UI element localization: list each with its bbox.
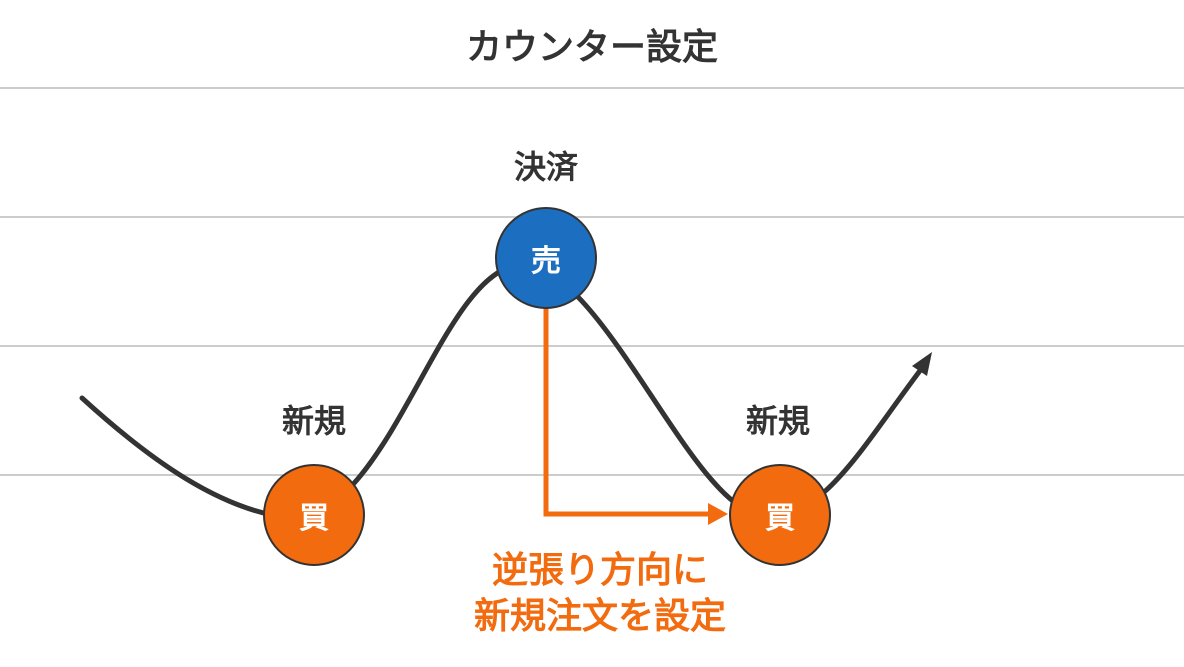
curve-arrowhead	[912, 352, 932, 376]
sell-node: 売	[495, 207, 597, 309]
note-line-2: 新規注文を設定	[473, 596, 726, 637]
buy-node-right: 買	[729, 464, 831, 566]
counter-order-note: 逆張り方向に 新規注文を設定	[400, 548, 800, 640]
buy-node-left: 買	[263, 464, 365, 566]
label-settle: 決済	[513, 148, 578, 186]
note-line-1: 逆張り方向に	[491, 550, 708, 591]
counter-order-arrow	[543, 308, 712, 517]
counter-order-arrowhead	[708, 503, 728, 525]
label-new-left: 新規	[281, 402, 346, 440]
diagram-title: カウンター設定	[465, 27, 718, 68]
label-new-right: 新規	[745, 402, 810, 440]
